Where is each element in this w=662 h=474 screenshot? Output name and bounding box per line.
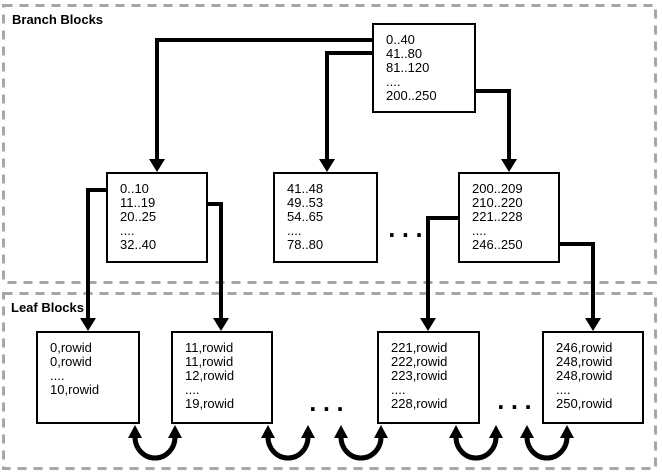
leaf-link-arrow-icon	[128, 425, 142, 438]
root-branch-block: 0..40 41..80 81..120 .... 200..250	[372, 23, 476, 113]
connector-root-to-branch-right	[476, 89, 511, 160]
branch-level-ellipsis: ...	[388, 218, 429, 242]
arrowhead-leaf-4-icon	[585, 318, 601, 331]
leaf-link-arrow-icon	[261, 425, 275, 438]
leaf-link-arrow-icon	[168, 425, 182, 438]
branch-block-right: 200..209 210..220 221..228 .... 246..250	[458, 172, 560, 263]
leaf-sibling-links	[128, 425, 574, 461]
leaf-link-arrow-icon	[560, 425, 574, 438]
arrowhead-leaf-3-icon	[420, 318, 436, 331]
leaf-link-arrow-icon	[520, 425, 534, 438]
leaf-section-frame	[2, 292, 657, 470]
leaf-link-arrow-icon	[449, 425, 463, 438]
leaf-block-2: 11,rowid 11,rowid 12,rowid .... 19,rowid	[171, 331, 273, 424]
branch-section-frame	[2, 4, 657, 284]
connector-root-to-branch-left	[155, 38, 372, 160]
connector-branch-left-to-leaf-1	[86, 188, 106, 319]
leaf-link-arc-5	[524, 436, 570, 461]
connector-branch-right-to-leaf-4	[560, 242, 595, 319]
arrowhead-branch-left-icon	[149, 159, 165, 172]
branch-block-left: 0..10 11..19 20..25 .... 32..40	[106, 172, 208, 263]
arrowhead-leaf-2-icon	[213, 318, 229, 331]
leaf-link-arrow-icon	[374, 425, 388, 438]
leaf-link-arc-4	[453, 436, 499, 461]
arrowhead-branch-middle-icon	[319, 159, 335, 172]
leaf-block-3: 221,rowid 222,rowid 223,rowid .... 228,r…	[377, 331, 480, 424]
arrowhead-branch-right-icon	[501, 159, 517, 172]
leaf-link-arc-1	[132, 436, 178, 461]
connector-branch-right-to-leaf-3	[426, 216, 458, 319]
leaf-link-arrow-icon	[334, 425, 348, 438]
arrowhead-leaf-1-icon	[80, 318, 96, 331]
leaf-level-ellipsis-right: ...	[497, 390, 538, 414]
leaf-level-ellipsis-left: ...	[309, 392, 350, 416]
branch-block-middle: 41..48 49..53 54..65 .... 78..80	[273, 172, 378, 263]
branch-section-label: Branch Blocks	[12, 12, 104, 27]
leaf-block-1: 0,rowid 0,rowid .... 10,rowid	[36, 331, 140, 424]
leaf-link-arc-2	[265, 436, 311, 461]
leaf-link-arrow-icon	[489, 425, 503, 438]
leaf-link-arrow-icon	[301, 425, 315, 438]
connector-root-to-branch-middle	[325, 51, 372, 160]
leaf-link-arc-3	[338, 436, 384, 461]
leaf-block-4: 246,rowid 248,rowid 248,rowid .... 250,r…	[542, 331, 644, 424]
connector-branch-left-to-leaf-2	[208, 202, 223, 319]
leaf-section-label: Leaf Blocks	[11, 300, 84, 315]
